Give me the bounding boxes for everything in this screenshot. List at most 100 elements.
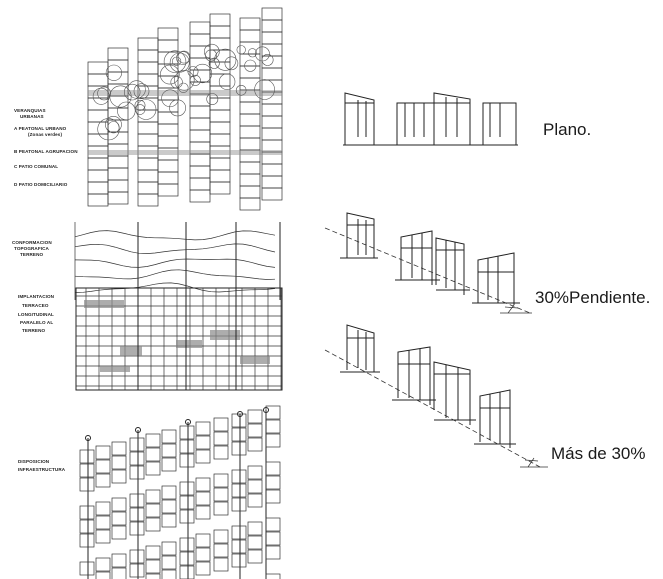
tree-circle xyxy=(170,76,183,89)
infra-block xyxy=(247,465,263,480)
infra-block xyxy=(231,441,247,456)
hatched-band xyxy=(88,150,282,155)
infra-block xyxy=(79,477,95,492)
infra-block xyxy=(129,437,145,452)
terrace-shade xyxy=(120,346,142,356)
block-cell xyxy=(189,105,211,119)
infra-block xyxy=(161,443,177,458)
infra-block xyxy=(195,421,211,436)
block-cell xyxy=(209,109,231,123)
tree-circle xyxy=(105,116,122,133)
infra-block xyxy=(161,429,177,444)
infra-block xyxy=(213,445,229,460)
block-cell xyxy=(209,25,231,39)
block-cell xyxy=(209,49,231,63)
infra-block xyxy=(179,509,195,524)
terracing-grid xyxy=(75,287,283,391)
block-cell xyxy=(157,183,179,197)
tree-circle xyxy=(247,48,257,58)
implantacion-line1: IMPLANTACION xyxy=(18,294,55,299)
block-cell xyxy=(239,197,261,211)
infra-block xyxy=(213,487,229,502)
infra-block xyxy=(145,433,161,448)
infra-block xyxy=(265,405,281,420)
infra-block xyxy=(265,419,281,434)
block-cell xyxy=(189,21,211,35)
infra-block xyxy=(247,423,263,438)
slope-over-30-section: Más de 30% xyxy=(324,324,646,468)
block-cell xyxy=(87,133,109,147)
infra-block xyxy=(265,531,281,546)
infra-block xyxy=(179,439,195,454)
conformacion-line1: CONFORMACION xyxy=(12,240,52,245)
infra-block xyxy=(79,449,95,464)
infra-block xyxy=(79,463,95,478)
infra-block xyxy=(129,549,145,564)
tree-circle xyxy=(192,63,213,84)
contour-line xyxy=(74,230,276,241)
infra-block xyxy=(145,573,161,579)
contour-lines xyxy=(74,222,281,300)
tree-circle xyxy=(117,101,136,121)
tree-circle xyxy=(174,70,195,91)
infra-block xyxy=(95,557,111,572)
tree-circle xyxy=(92,87,110,105)
infra-node xyxy=(185,419,191,425)
infra-block xyxy=(231,497,247,512)
block-cell xyxy=(239,185,261,199)
disposicion-line2: INFRAESTRUCTURA xyxy=(18,467,66,472)
block-cell xyxy=(261,7,283,21)
infrastructure-panel: DISPOSICION INFRAESTRUCTURA xyxy=(18,405,281,579)
infra-block xyxy=(111,441,127,456)
conformacion-line3: TERRENO xyxy=(20,252,43,257)
block-cell xyxy=(157,135,179,149)
infrastructure-grid xyxy=(79,405,281,579)
block-cell xyxy=(239,125,261,139)
block-cell xyxy=(157,123,179,137)
infra-block xyxy=(179,551,195,566)
infra-block xyxy=(145,447,161,462)
infra-block xyxy=(95,501,111,516)
infra-block xyxy=(129,465,145,480)
block-cell xyxy=(137,157,159,171)
block-cell xyxy=(87,157,109,171)
block-cell xyxy=(261,175,283,189)
infra-block xyxy=(111,525,127,540)
infra-block xyxy=(195,477,211,492)
infra-block xyxy=(145,489,161,504)
tree-circle xyxy=(244,59,257,72)
infra-block xyxy=(195,491,211,506)
tree-circle xyxy=(235,85,247,96)
infra-block xyxy=(111,553,127,568)
tree-circle xyxy=(97,86,111,101)
terrace-shade xyxy=(240,356,270,364)
infra-block xyxy=(179,453,195,468)
block-cell xyxy=(239,77,261,91)
block-cell xyxy=(107,191,129,205)
infra-block xyxy=(213,501,229,516)
infra-block xyxy=(161,499,177,514)
infra-block xyxy=(231,469,247,484)
infra-block xyxy=(111,567,127,579)
block-cell xyxy=(107,155,129,169)
slope-over-30-label: Más de 30% xyxy=(551,444,646,463)
block-cell xyxy=(189,117,211,131)
infra-block xyxy=(111,497,127,512)
infra-block xyxy=(213,473,229,488)
tree-circle xyxy=(160,64,180,85)
tree-circle xyxy=(204,43,220,60)
tree-circle xyxy=(214,48,237,71)
infra-block xyxy=(179,481,195,496)
block-cell xyxy=(209,181,231,195)
block-cell xyxy=(189,165,211,179)
infra-block xyxy=(213,431,229,446)
infra-block xyxy=(161,569,177,579)
block-cell xyxy=(137,181,159,195)
block-cell xyxy=(87,169,109,183)
block-cell xyxy=(261,55,283,69)
tree-circle xyxy=(135,99,157,120)
infra-block xyxy=(79,505,95,520)
infra-block xyxy=(231,483,247,498)
block-cell xyxy=(107,167,129,181)
implantacion-line5: TERRENO xyxy=(22,328,45,333)
